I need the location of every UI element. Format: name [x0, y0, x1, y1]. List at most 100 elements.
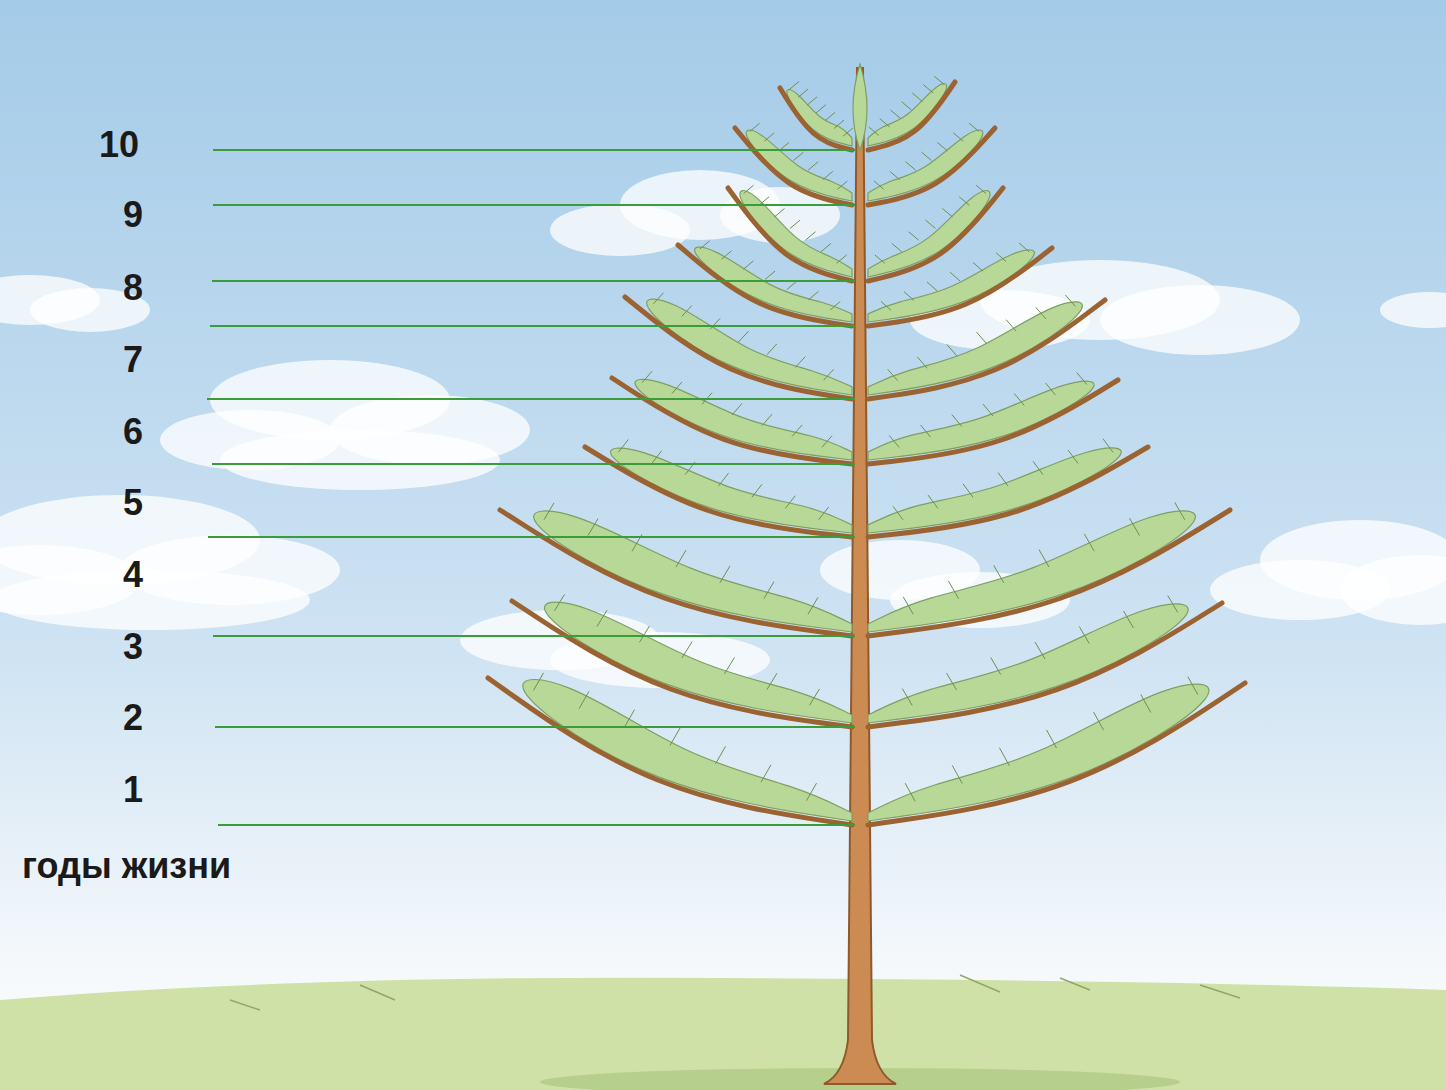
- needle-stroke: [996, 253, 1006, 262]
- needle-stroke: [807, 97, 817, 105]
- needle-stroke: [794, 152, 804, 160]
- needle-stroke: [555, 594, 565, 610]
- needle-stroke: [1065, 295, 1075, 306]
- needle-stroke: [969, 123, 979, 131]
- needle-stroke: [670, 728, 680, 745]
- needle-stroke: [700, 241, 710, 249]
- year-number: 6: [55, 412, 143, 452]
- needle-stroke: [752, 484, 762, 497]
- year-line: [213, 635, 855, 637]
- needle-stroke: [973, 262, 983, 271]
- needle-stroke: [888, 369, 898, 380]
- branch: [868, 447, 1148, 537]
- needle-stroke: [1077, 373, 1087, 385]
- branch-foliage: [868, 191, 990, 277]
- needle-stroke: [672, 382, 682, 394]
- needle-stroke: [1047, 730, 1057, 748]
- year-line: [212, 463, 855, 465]
- needle-stroke: [1036, 307, 1046, 318]
- needle-stroke: [837, 181, 847, 189]
- needle-stroke: [837, 255, 847, 263]
- needle-stroke: [764, 582, 774, 599]
- needle-stroke: [963, 484, 973, 497]
- branch-foliage: [647, 299, 852, 395]
- needle-stroke: [953, 133, 963, 141]
- needle-stroke: [789, 81, 799, 89]
- year-number: 4: [55, 555, 143, 595]
- needle-stroke: [1188, 677, 1198, 695]
- year-line: [218, 824, 855, 826]
- needle-stroke: [750, 123, 760, 131]
- grass-stroke: [230, 1000, 260, 1010]
- needle-stroke: [1094, 712, 1104, 730]
- needle-stroke: [1168, 596, 1178, 613]
- needle-stroke: [807, 783, 817, 800]
- year-number: 9: [55, 195, 143, 235]
- cloud: [220, 430, 500, 490]
- needle-stroke: [806, 232, 816, 240]
- needle-stroke: [762, 414, 772, 426]
- axis-caption: годы жизни: [22, 846, 322, 886]
- needle-stroke: [952, 765, 962, 783]
- needle-stroke: [810, 689, 820, 705]
- needle-stroke: [905, 783, 915, 801]
- needle-stroke: [994, 565, 1004, 582]
- needle-stroke: [716, 746, 726, 763]
- needle-stroke: [816, 105, 826, 113]
- branch: [678, 245, 852, 326]
- needle-stroke: [719, 473, 729, 486]
- needle-stroke: [588, 519, 598, 536]
- needle-stroke: [991, 658, 1001, 675]
- branch: [868, 188, 1003, 281]
- needle-stroke: [767, 673, 777, 689]
- grass-stroke: [960, 975, 1000, 992]
- needle-stroke: [1079, 627, 1089, 644]
- year-line: [215, 726, 855, 728]
- needle-stroke: [921, 425, 931, 437]
- needle-stroke: [652, 451, 662, 464]
- branch: [868, 380, 1118, 464]
- needle-stroke: [830, 301, 840, 309]
- needle-stroke: [720, 566, 730, 583]
- needle-stroke: [903, 597, 913, 614]
- year-line: [207, 398, 855, 400]
- needle-stroke: [792, 425, 802, 437]
- needle-stroke: [869, 127, 879, 135]
- needle-stroke: [764, 133, 774, 141]
- needle-stroke: [809, 291, 819, 299]
- needle-stroke: [1141, 694, 1151, 712]
- branch-foliage: [611, 448, 852, 533]
- needle-stroke: [942, 208, 952, 216]
- year-number: 3: [55, 627, 143, 667]
- branch-foliage: [523, 680, 852, 821]
- needle-stroke: [1130, 518, 1140, 535]
- needle-stroke: [795, 357, 805, 368]
- branch: [868, 128, 995, 205]
- grass-stroke: [360, 985, 395, 1000]
- needle-stroke: [808, 162, 818, 170]
- needle-stroke: [909, 232, 919, 240]
- year-line: [212, 280, 855, 282]
- needle-stroke: [775, 208, 785, 216]
- needle-stroke: [927, 282, 937, 291]
- branch: [780, 88, 852, 150]
- needle-stroke: [926, 220, 936, 228]
- needle-stroke: [579, 691, 589, 708]
- needle-stroke: [902, 689, 912, 706]
- needle-stroke: [739, 331, 749, 342]
- needle-stroke: [999, 748, 1009, 766]
- needle-stroke: [950, 272, 960, 281]
- needle-stroke: [759, 197, 769, 205]
- tree-trunk: [824, 68, 896, 1084]
- branch: [585, 447, 852, 537]
- needle-stroke: [976, 185, 986, 193]
- needle-stroke: [998, 473, 1008, 486]
- needle-stroke: [1033, 461, 1043, 474]
- branch: [735, 128, 852, 205]
- needle-stroke: [923, 85, 933, 93]
- year-line: [208, 536, 855, 538]
- needle-stroke: [891, 110, 901, 118]
- needle-stroke: [934, 76, 944, 84]
- branch: [728, 188, 852, 281]
